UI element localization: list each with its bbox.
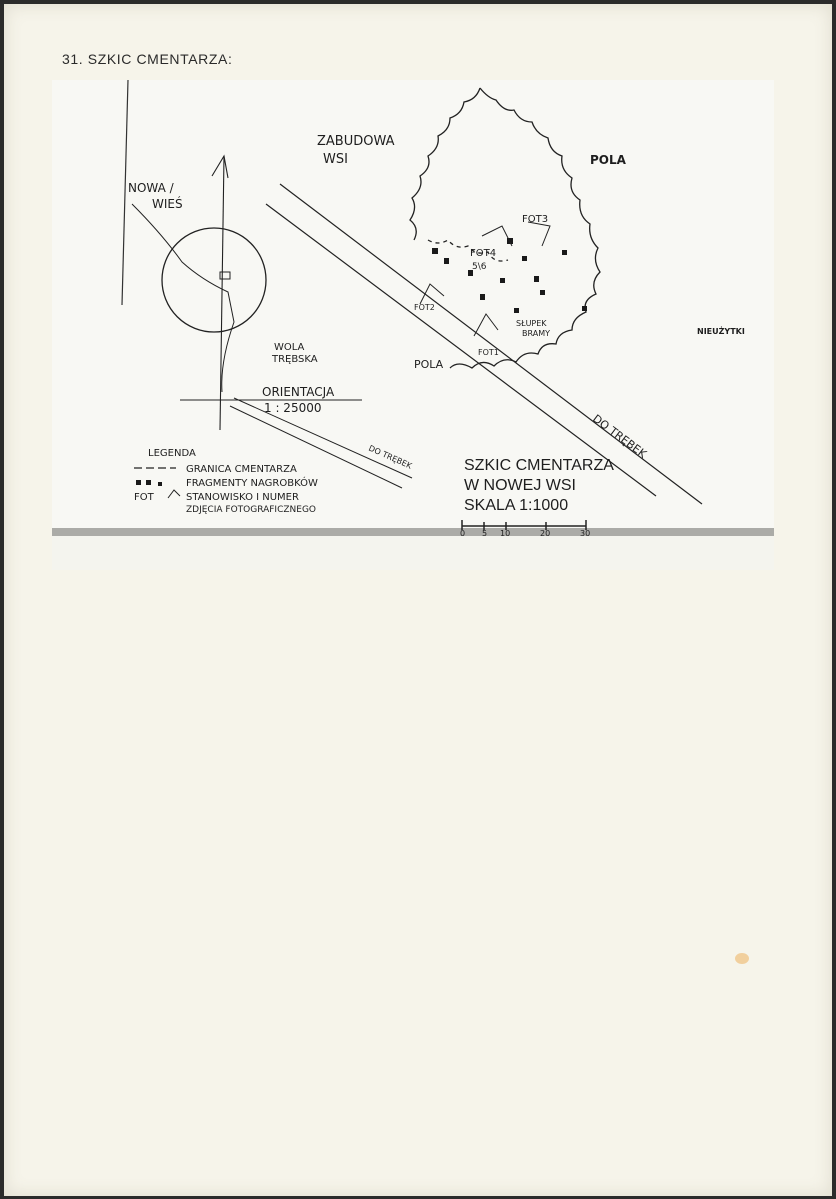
label-fot4: FOT4 xyxy=(470,248,496,259)
legend-item-fragments: FRAGMENTY NAGROBKÓW xyxy=(186,476,318,489)
figure-caption: 31. SZKIC CMENTARZA: xyxy=(62,51,233,67)
label-nowa: NOWA / xyxy=(128,181,175,195)
label-wies: WIEŚ xyxy=(152,196,183,211)
label-fot2: FOT2 xyxy=(414,303,435,312)
north-arrow-line xyxy=(219,155,225,431)
legend-title: LEGENDA xyxy=(148,448,196,459)
legend-item-boundary: GRANICA CMENTARZA xyxy=(186,464,297,475)
gravestone-fragments xyxy=(432,238,587,313)
village-marker xyxy=(219,271,231,280)
label-pola-mid: POLA xyxy=(414,358,444,371)
label-trebska: TRĘBSKA xyxy=(271,354,318,365)
photo-bottom-band xyxy=(52,528,774,536)
label-fot3: FOT3 xyxy=(522,214,548,225)
left-border-line xyxy=(121,80,129,306)
label-slupek: SŁUPEK xyxy=(516,319,547,328)
legend-item-photo: ZDJĘCIA FOTOGRAFICZNEGO xyxy=(186,505,316,515)
photo-stations xyxy=(419,221,551,337)
scale-tick-30: 30 xyxy=(580,529,590,538)
label-zabudowa: ZABUDOWA xyxy=(317,134,395,149)
north-arrow-head xyxy=(211,154,229,179)
legend-item-station: STANOWISKO I NUMER xyxy=(186,492,299,503)
label-orientacja-scale: 1 : 25000 xyxy=(264,401,321,415)
scale-tick-10: 10 xyxy=(500,529,510,538)
label-pola-top: POLA xyxy=(590,153,627,167)
scale-tick-5: 5 xyxy=(482,529,487,538)
sketch-title-line3: SKALA 1:1000 xyxy=(464,497,568,514)
label-orientacja: ORIENTACJA xyxy=(262,385,335,399)
scale-tick-0: 0 xyxy=(460,529,465,538)
label-wola: WOLA xyxy=(274,342,305,353)
road-lower-left xyxy=(131,203,413,489)
label-fot56: 5\6 xyxy=(472,262,487,272)
road-do-trebek xyxy=(265,183,703,505)
sketch-title-line1: SZKIC CMENTARZA xyxy=(464,457,614,474)
sketch-title-line2: W NOWEJ WSI xyxy=(464,477,576,494)
cemetery-boundary xyxy=(409,87,601,369)
legend-symbols xyxy=(134,467,181,499)
scale-tick-20: 20 xyxy=(540,529,550,538)
cemetery-sketch-image: ZABUDOWA WSI POLA NOWA / WIEŚ FOT3 FOT4 … xyxy=(52,80,774,570)
document-page: 31. SZKIC CMENTARZA: xyxy=(4,4,832,1196)
label-nieuzytki: NIEUŻYTKI xyxy=(697,326,745,336)
paper-stain xyxy=(735,953,749,964)
label-fot1: FOT1 xyxy=(478,348,499,357)
photo-bottom-margin xyxy=(52,536,774,570)
legend-fot-symbol: FOT xyxy=(134,492,155,503)
label-do-trebek-left: DO TRĘBEK xyxy=(367,444,414,471)
orientation-circle xyxy=(161,227,267,333)
scale-bar xyxy=(461,520,587,530)
label-bramy: BRAMY xyxy=(522,329,550,338)
label-wsi: WSI xyxy=(323,152,348,167)
cemetery-sketch-drawing: ZABUDOWA WSI POLA NOWA / WIEŚ FOT3 FOT4 … xyxy=(52,80,774,570)
